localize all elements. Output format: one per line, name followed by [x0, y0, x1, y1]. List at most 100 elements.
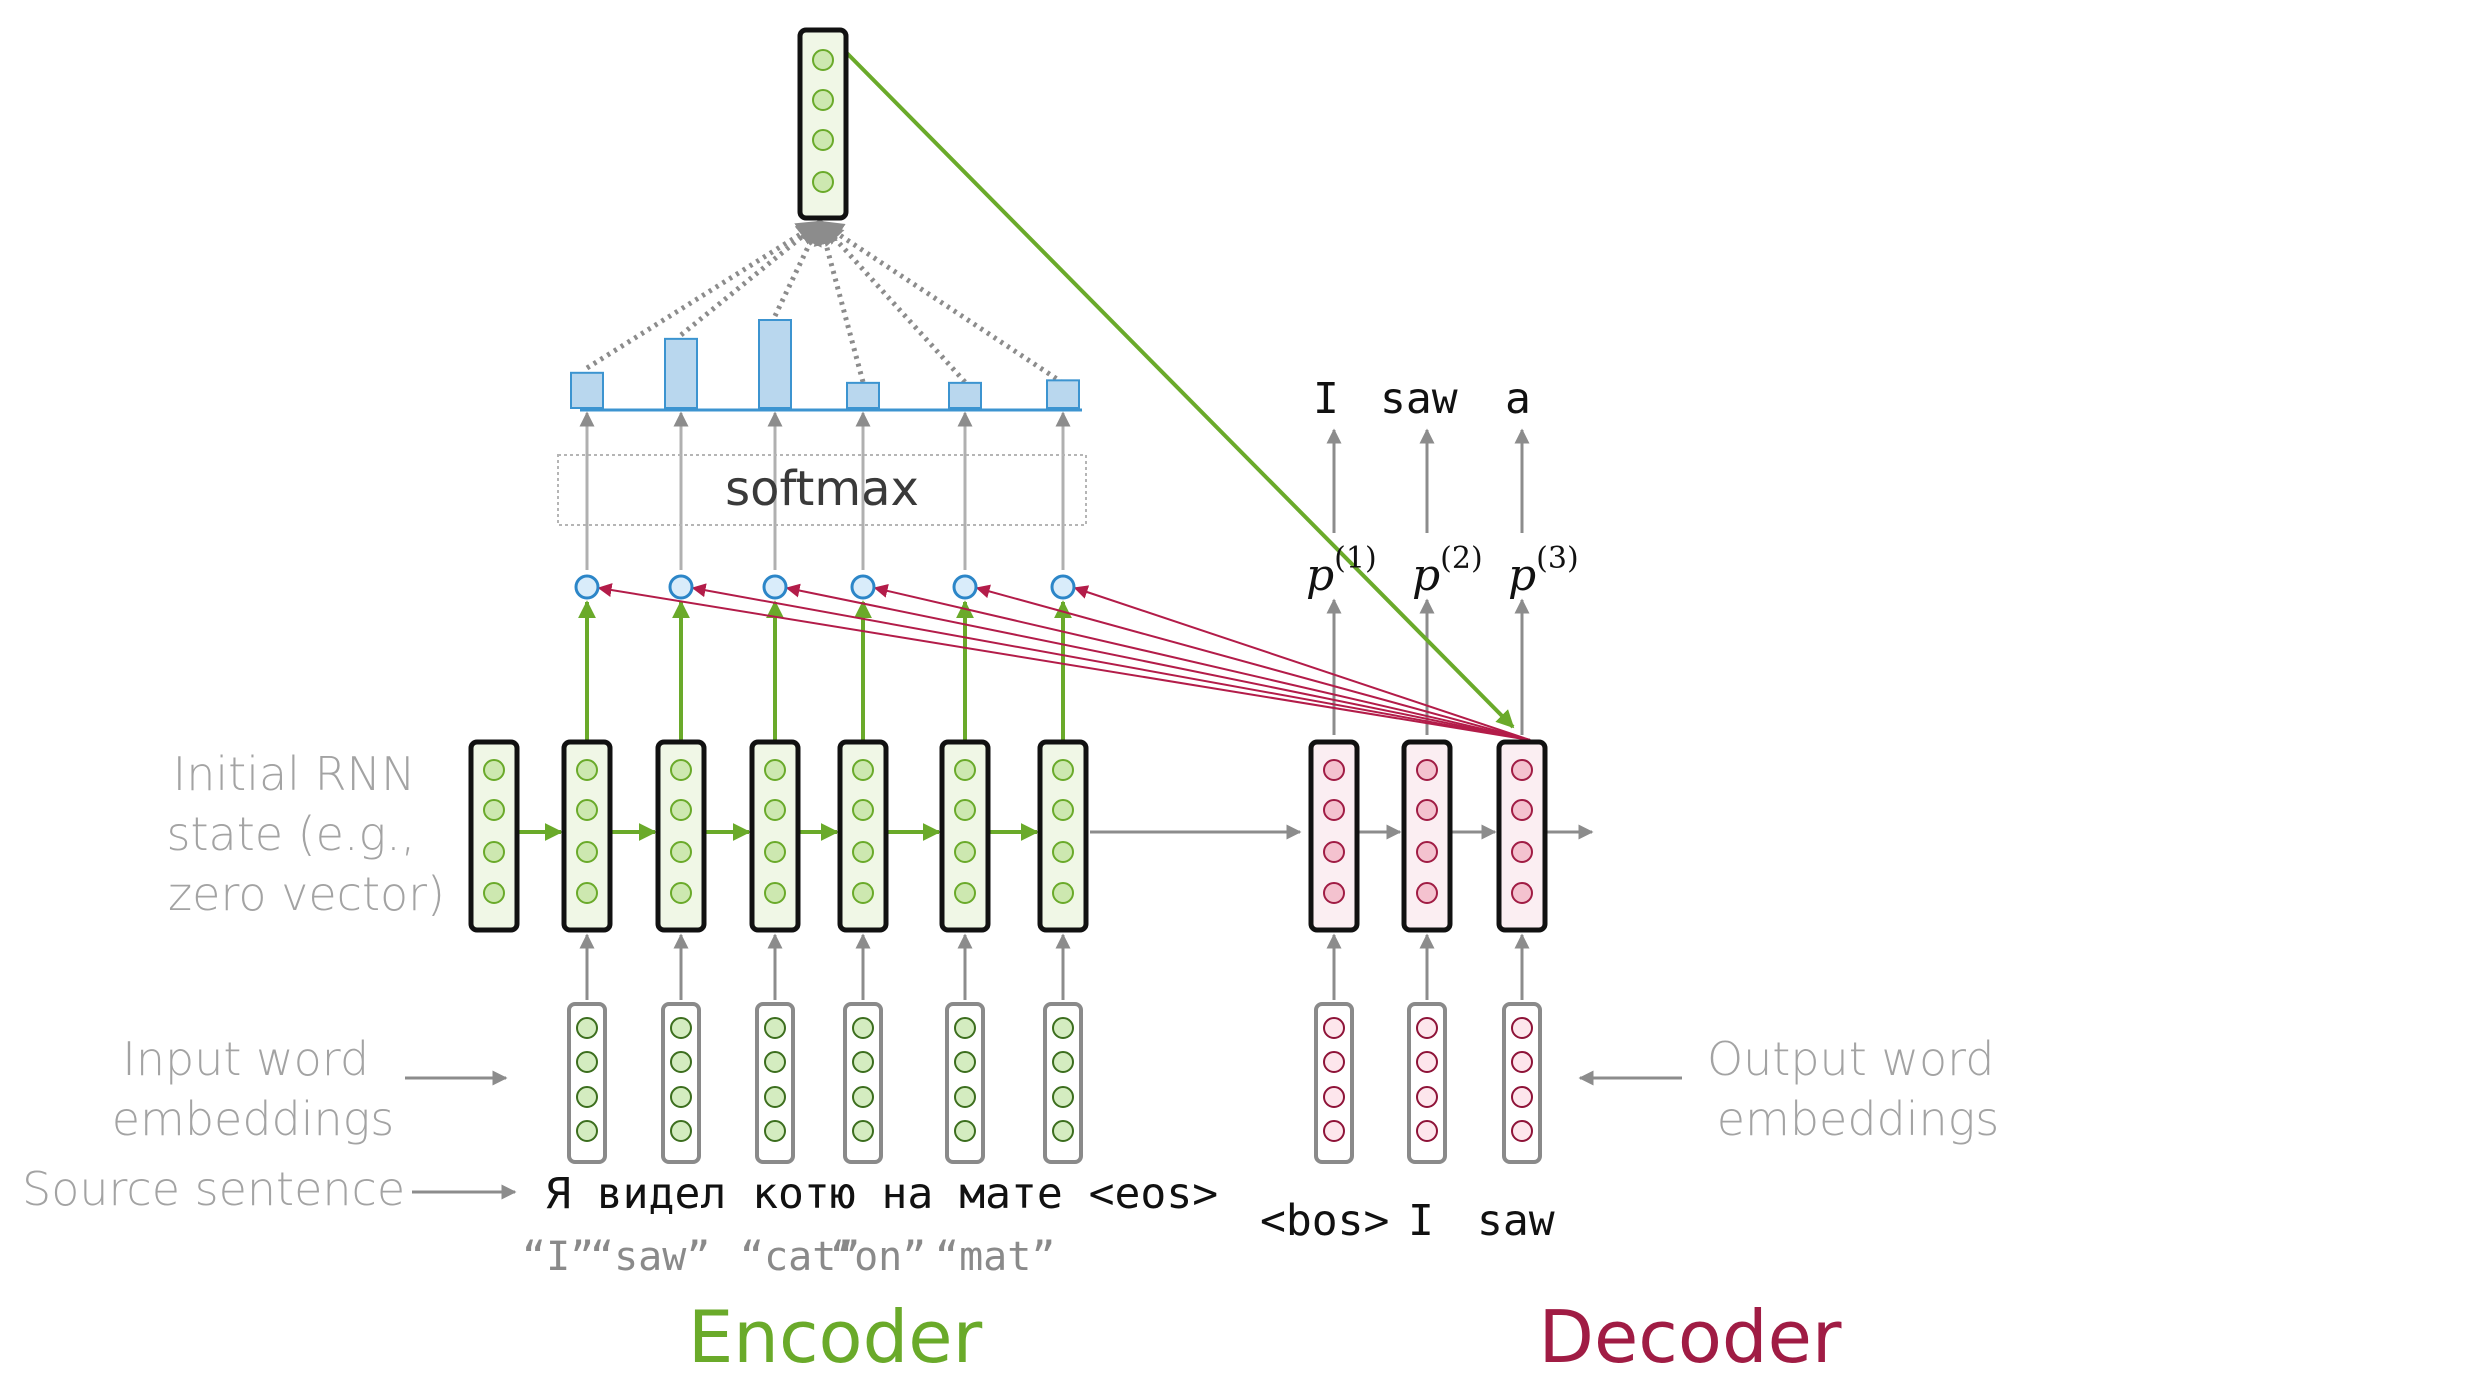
- output-embeddings-label: Output word embeddings: [1707, 1032, 2009, 1146]
- encoder-embedding-2: [661, 1002, 701, 1164]
- decoder-state-3-node-2: [1511, 799, 1533, 821]
- input-embeddings-line-2: embeddings: [112, 1092, 395, 1146]
- output-embeddings-line-1: Output word: [1707, 1032, 1994, 1086]
- decoder-state-2-node-2: [1416, 799, 1438, 821]
- context-vector-node-2: [812, 89, 834, 111]
- decoder-state-2-node-3: [1416, 841, 1438, 863]
- output-embeddings-line-2: embeddings: [1717, 1092, 2000, 1146]
- decoder-embedding-2-node-3: [1416, 1086, 1438, 1108]
- context-to-decoder-arrow: [828, 34, 1515, 729]
- encoder-state-1: [561, 739, 613, 933]
- encoder-state-1-node-4: [576, 882, 598, 904]
- decoder-embedding-1-node-4: [1323, 1120, 1345, 1142]
- hint-i: “I”: [522, 1234, 594, 1280]
- encoder-state-2-node-3: [670, 841, 692, 863]
- encoder-embedding-4: [843, 1002, 883, 1164]
- encoder-state-2-node-4: [670, 882, 692, 904]
- softmax-box: [557, 454, 1087, 526]
- attention-score-5: [952, 574, 978, 600]
- decoder-embedding-3: [1502, 1002, 1542, 1164]
- decoder-state-2-node-1: [1416, 759, 1438, 781]
- decoder-embedding-2: [1407, 1002, 1447, 1164]
- encoder-title: Encoder: [688, 1295, 983, 1378]
- attention-score-1: [574, 574, 600, 600]
- encoder-state-5-node-1: [954, 759, 976, 781]
- encoder-state-6-node-2: [1052, 799, 1074, 821]
- initial-state-line-2: state (e.g.,: [167, 807, 416, 861]
- decoder-embedding-3-node-2: [1511, 1051, 1533, 1073]
- hint-cat: “cat”: [740, 1234, 860, 1280]
- context-vector-node-3: [812, 129, 834, 151]
- encoder-embedding-3-node-4: [764, 1120, 786, 1142]
- weight-to-context-dotted-6: [817, 219, 1065, 386]
- attention-score-2: [668, 574, 694, 600]
- encoder-embedding-3-node-3: [764, 1086, 786, 1108]
- encoder-state-4-node-3: [852, 841, 874, 863]
- initial-rnn-state: [468, 739, 520, 933]
- decoder-output-i: I: [1313, 374, 1339, 424]
- encoder-embedding-5-node-2: [954, 1051, 976, 1073]
- encoder-state-4-node-1: [852, 759, 874, 781]
- encoder-embedding-3: [755, 1002, 795, 1164]
- initial-state-label: Initial RNN state (e.g., zero vector): [167, 747, 446, 921]
- decoder-state-1-node-2: [1323, 799, 1345, 821]
- decoder-embedding-2-node-4: [1416, 1120, 1438, 1142]
- encoder-embedding-4-node-3: [852, 1086, 874, 1108]
- hint-mat: “mat”: [935, 1234, 1055, 1280]
- encoder-embedding-5-node-1: [954, 1017, 976, 1039]
- decoder-embedding-3-node-4: [1511, 1120, 1533, 1142]
- prob-3: p(3): [1508, 541, 1579, 601]
- decoder-state-2-node-4: [1416, 882, 1438, 904]
- attention-weight-bar-6: [1046, 379, 1080, 410]
- encoder-embedding-3-node-2: [764, 1051, 786, 1073]
- encoder-state-4-node-4: [852, 882, 874, 904]
- decoder-state-1-node-1: [1323, 759, 1345, 781]
- encoder-embedding-6-node-1: [1052, 1017, 1074, 1039]
- encoder-state-5-node-4: [954, 882, 976, 904]
- encoder-state-1-node-2: [576, 799, 598, 821]
- decoder-query-to-score-5: [975, 584, 1531, 741]
- encoder-embedding-6-node-4: [1052, 1120, 1074, 1142]
- encoder-embedding-1: [567, 1002, 607, 1164]
- encoder-state-1-node-1: [576, 759, 598, 781]
- decoder-input-bos: <bos>: [1260, 1196, 1389, 1246]
- initial-rnn-state-node-4: [483, 882, 505, 904]
- attention-weight-bar-5: [948, 381, 982, 410]
- attention-weight-bar-3: [758, 319, 792, 409]
- context-vector-node-1: [812, 49, 834, 71]
- decoder-embedding-2-node-1: [1416, 1017, 1438, 1039]
- encoder-embedding-4-node-2: [852, 1051, 874, 1073]
- encoder-state-5-node-2: [954, 799, 976, 821]
- decoder-query-to-score-6: [1073, 585, 1531, 741]
- encoder-state-6-node-1: [1052, 759, 1074, 781]
- initial-rnn-state-node-1: [483, 759, 505, 781]
- source-sentence-label: Source sentence: [22, 1162, 405, 1216]
- encoder-embedding-2-node-3: [670, 1086, 692, 1108]
- decoder-embedding-1-node-1: [1323, 1017, 1345, 1039]
- encoder-embedding-5-node-3: [954, 1086, 976, 1108]
- encoder-state-6-node-3: [1052, 841, 1074, 863]
- source-sentence-text: Я видел котю на мате <eos>: [545, 1169, 1218, 1219]
- encoder-embedding-1-node-1: [576, 1017, 598, 1039]
- initial-rnn-state-node-2: [483, 799, 505, 821]
- decoder-state-1-node-3: [1323, 841, 1345, 863]
- encoder-state-6: [1037, 739, 1089, 933]
- encoder-state-4: [837, 739, 889, 933]
- attention-score-4: [850, 574, 876, 600]
- encoder-state-1-node-3: [576, 841, 598, 863]
- decoder-query-to-score-1: [597, 583, 1531, 741]
- decoder-embedding-3-node-3: [1511, 1086, 1533, 1108]
- encoder-state-3: [749, 739, 801, 933]
- shapes-layer: [468, 27, 1548, 1164]
- encoder-state-4-node-2: [852, 799, 874, 821]
- decoder-state-3-node-3: [1511, 841, 1533, 863]
- decoder-embedding-2-node-2: [1416, 1051, 1438, 1073]
- initial-state-line-3: zero vector): [168, 867, 445, 921]
- context-vector: [797, 27, 849, 221]
- encoder-state-5-node-3: [954, 841, 976, 863]
- encoder-embedding-6-node-2: [1052, 1051, 1074, 1073]
- decoder-input-i: I: [1408, 1196, 1434, 1246]
- decoder-output-a: a: [1505, 374, 1531, 424]
- probabilities: p(1) p(2) p(3): [1306, 541, 1579, 601]
- decoder-title: Decoder: [1539, 1295, 1842, 1378]
